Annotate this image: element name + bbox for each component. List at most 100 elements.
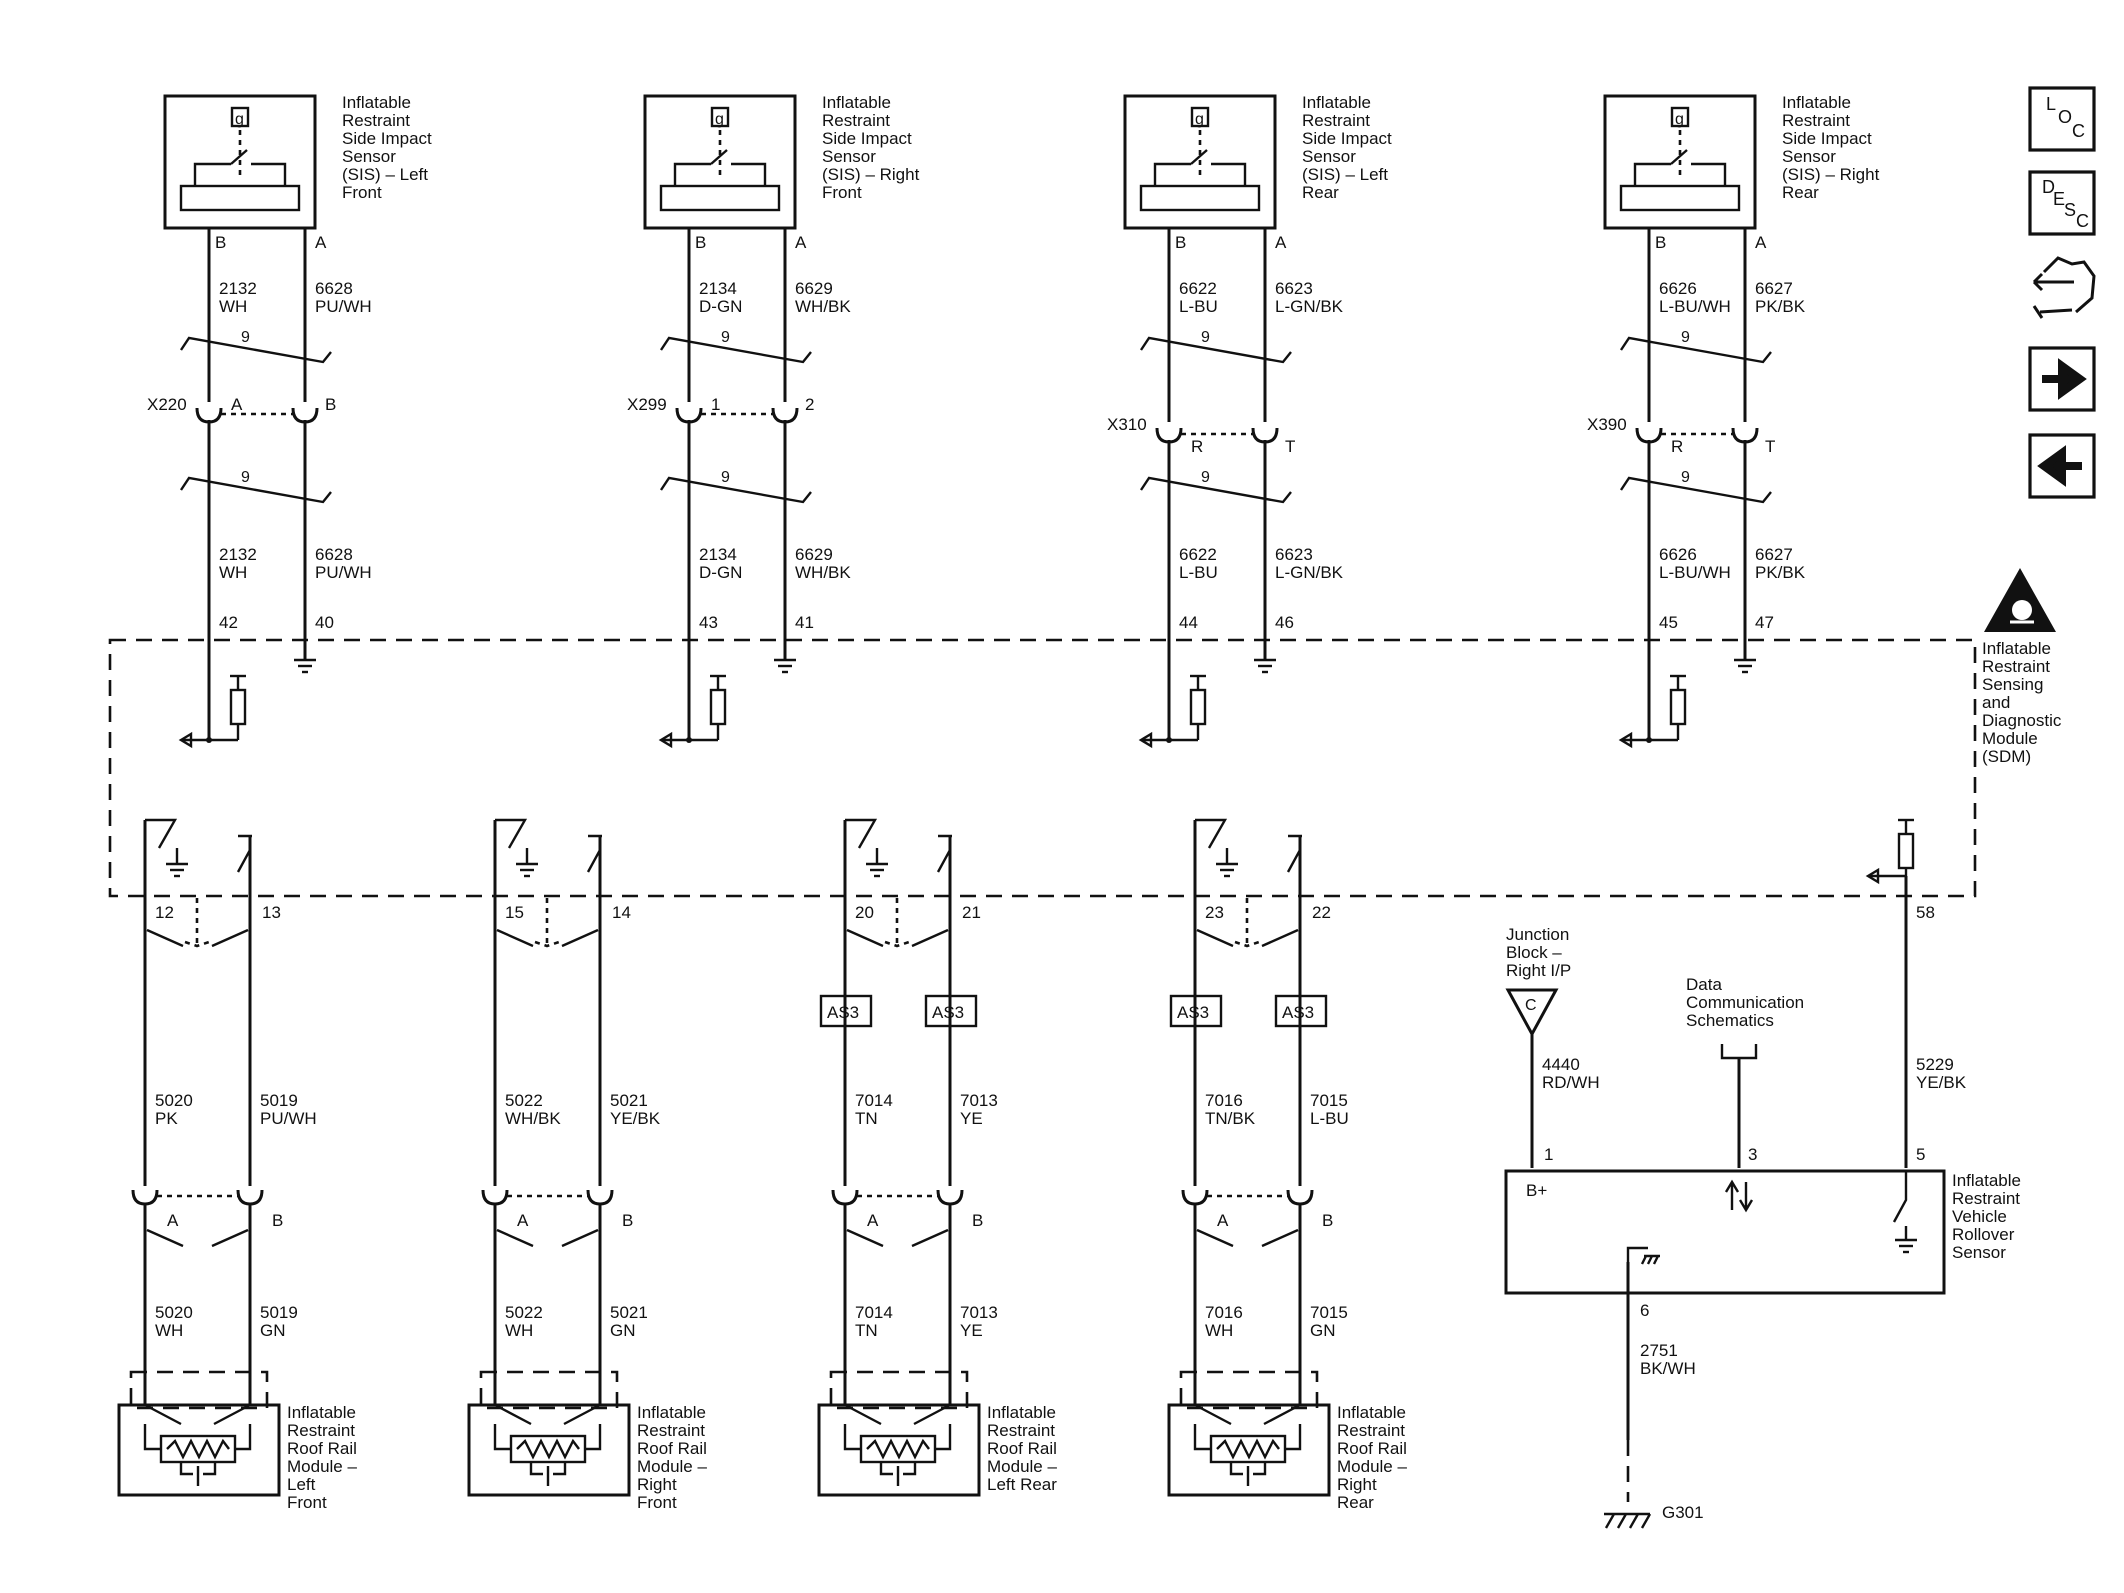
rollover-switch (1892, 1171, 1908, 1240)
connector-pin-b-label: A (231, 395, 243, 414)
loc-letter-c: C (2072, 121, 2085, 141)
sdm-input-arrow (658, 731, 673, 749)
inline-connector-label: AS3 (827, 1003, 859, 1022)
circuit-4440: 4440 (1542, 1055, 1580, 1074)
desc-letter-e: E (2053, 189, 2065, 209)
rollover-sensor-label: Restraint (1952, 1189, 2020, 1208)
rollover-sensor-label: Vehicle (1952, 1207, 2007, 1226)
connector-gap (1286, 1186, 1314, 1204)
twist-marker (660, 476, 812, 504)
squib-resistor (516, 1438, 580, 1460)
sensor-label: Inflatable (1302, 93, 1371, 112)
g-symbol: g (1675, 111, 1684, 128)
connector-pin-b-label: B (972, 1211, 983, 1230)
sensor-element (179, 184, 301, 212)
color-b-lower: WH (219, 563, 247, 582)
rollover-bplus-label: B+ (1526, 1181, 1547, 1200)
squib-box (509, 1434, 587, 1464)
connector-gap (1181, 1186, 1209, 1204)
squib-body (879, 1462, 917, 1486)
module-shorting-bar (144, 1403, 251, 1426)
roof-rail-module-label: Roof Rail (287, 1439, 357, 1458)
sensor-label: (SIS) – Left (342, 165, 428, 184)
roof-rail-module-label: Module – (1337, 1457, 1407, 1476)
sdm-rollover-arrow (1865, 867, 1880, 885)
sensor-element (1619, 184, 1741, 212)
connector-gap (1155, 422, 1183, 440)
shorting-bar (1196, 928, 1299, 948)
color-b-lower: L-BU (1179, 563, 1218, 582)
connector-gap (195, 402, 223, 420)
roof-rail-module-label: Inflatable (1337, 1403, 1406, 1422)
connector-name: X220 (147, 395, 187, 414)
circuit-left-upper: 7014 (855, 1091, 893, 1110)
squib-box (1209, 1434, 1287, 1464)
squib-resistor (866, 1438, 930, 1460)
circuit-left-lower: 7014 (855, 1303, 893, 1322)
sensor-label: Sensor (1782, 147, 1836, 166)
module-box (1167, 1403, 1331, 1497)
color-right-upper: YE/BK (610, 1109, 661, 1128)
sdm-pullup (709, 688, 727, 726)
sensor-label: Sensor (1302, 147, 1356, 166)
sdm-pin-a: 47 (1755, 613, 1774, 632)
rollover-sensor-box (1504, 1169, 1946, 1295)
roof-rail-module-label: Module – (287, 1457, 357, 1476)
roof-rail-module-label: Right (1337, 1475, 1377, 1494)
connector-gap (675, 402, 703, 420)
module-connector (479, 1370, 619, 1410)
junction-block-label: Right I/P (1506, 961, 1571, 980)
twist-count: 9 (241, 329, 250, 346)
pin-a-label: A (315, 233, 327, 252)
sensor-label: Restraint (342, 111, 410, 130)
color-left-lower: TN (855, 1321, 878, 1340)
color-right-lower: GN (1310, 1321, 1336, 1340)
roof-rail-module-label: Restraint (637, 1421, 705, 1440)
junction-block-terminal (1505, 988, 1559, 1038)
sensor-label: (SIS) – Right (822, 165, 920, 184)
sdm-pin-58: 58 (1916, 903, 1935, 922)
twist-marker (1140, 476, 1292, 504)
sdm-pin-right: 22 (1312, 903, 1331, 922)
squib-body (529, 1462, 567, 1486)
next-page-arrow-icon[interactable] (2028, 346, 2096, 412)
sdm-label: Module (1982, 729, 2038, 748)
inline-connector-left (819, 994, 873, 1028)
sensor-label: Inflatable (1782, 93, 1851, 112)
color-a-upper: PU/WH (315, 297, 372, 316)
desc-letter-d: D (2042, 177, 2055, 197)
connector-end-view-icon[interactable] (2032, 256, 2096, 319)
roof-rail-module-label: Left (287, 1475, 316, 1494)
shorting-bar-link (1234, 898, 1260, 948)
module-connector (829, 1370, 969, 1410)
desc-button[interactable]: D E S C (2028, 170, 2096, 236)
color-4440: RD/WH (1542, 1073, 1600, 1092)
circuit-a-upper: 6628 (315, 279, 353, 298)
twist-count: 9 (721, 329, 730, 346)
sdm-label: (SDM) (1982, 747, 2031, 766)
sensor-box (1603, 94, 1757, 230)
previous-page-arrow-icon[interactable] (2028, 433, 2096, 499)
sensor-label: Rear (1782, 183, 1819, 202)
module-box (467, 1403, 631, 1497)
sdm-pin-left: 15 (505, 903, 524, 922)
color-right-lower: GN (260, 1321, 286, 1340)
circuit-right-lower: 5019 (260, 1303, 298, 1322)
twist-marker (1620, 476, 1772, 504)
circuit-right-lower: 7015 (1310, 1303, 1348, 1322)
loc-button[interactable]: L O C (2028, 86, 2096, 152)
inline-connector-right (1274, 994, 1328, 1028)
rollover-pin-1: 1 (1544, 1145, 1553, 1164)
g-symbol-box (710, 106, 730, 128)
color-left-upper: TN (855, 1109, 878, 1128)
connector-pin-b-label: B (1322, 1211, 1333, 1230)
twist-count: 9 (1201, 469, 1210, 486)
roof-rail-module-label: Right (637, 1475, 677, 1494)
circuit-left-upper: 5022 (505, 1091, 543, 1110)
color-b-lower: D-GN (699, 563, 742, 582)
